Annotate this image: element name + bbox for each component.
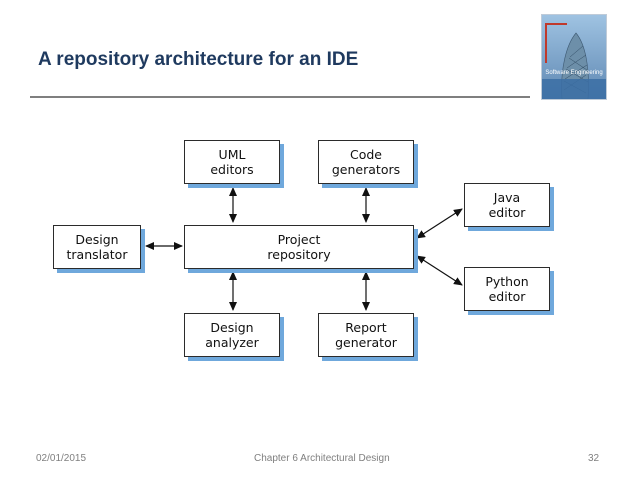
node-code-generators-label: Code generators: [331, 147, 401, 177]
node-report-generator-label: Report generator: [335, 320, 397, 350]
node-uml-editors-label: UML editors: [210, 147, 254, 177]
node-design-translator-label: Design translator: [66, 232, 128, 262]
slide-title: A repository architecture for an IDE: [38, 49, 359, 70]
node-java-editor: Java editor: [464, 183, 550, 227]
book-cover-image: Software Engineering: [541, 14, 607, 100]
arrow-repository-java: [416, 208, 463, 239]
book-cover-title: Software Engineering: [545, 70, 603, 76]
node-python-editor-label: Python editor: [485, 274, 529, 304]
node-report-generator: Report generator: [318, 313, 414, 357]
title-divider: [30, 96, 530, 98]
node-project-repository: Project repository: [184, 225, 414, 269]
node-design-analyzer: Design analyzer: [184, 313, 280, 357]
node-code-generators: Code generators: [318, 140, 414, 184]
node-design-translator: Design translator: [53, 225, 141, 269]
footer-page-number: 32: [588, 453, 600, 464]
node-uml-editors: UML editors: [184, 140, 280, 184]
footer-date: 02/01/2015: [36, 453, 87, 464]
footer-chapter: Chapter 6 Architectural Design: [254, 453, 390, 464]
arrow-repository-python: [416, 255, 463, 286]
node-python-editor: Python editor: [464, 267, 550, 311]
node-project-repository-label: Project repository: [267, 232, 331, 262]
node-design-analyzer-label: Design analyzer: [205, 320, 259, 350]
node-java-editor-label: Java editor: [488, 190, 526, 220]
